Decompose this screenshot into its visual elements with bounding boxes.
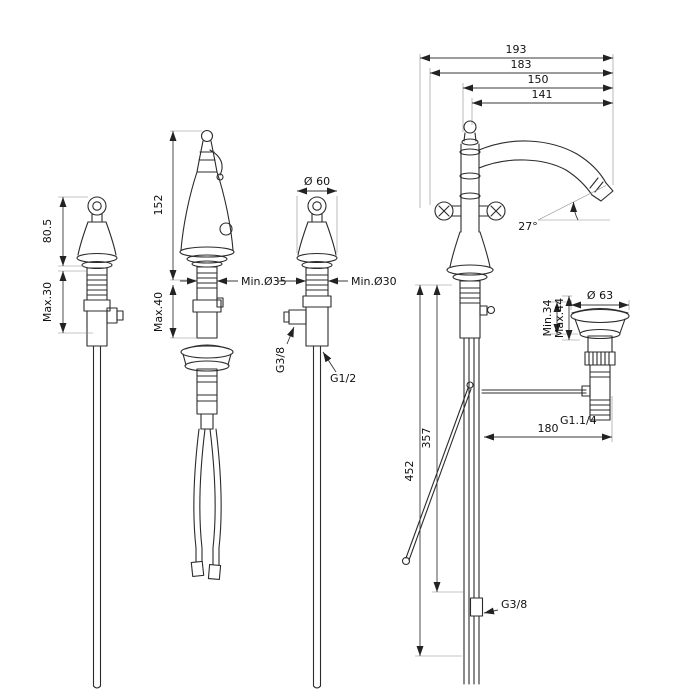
- dim-label-g38-side: G3/8: [274, 347, 287, 373]
- view-front-mixer: [179, 129, 235, 581]
- dim-dia-60: Ø 60: [296, 175, 338, 253]
- dim-min-dia-35: Min.Ø35: [180, 275, 287, 288]
- dim-spout-angle: 27°: [518, 185, 610, 233]
- dim-label-150: 150: [528, 73, 549, 86]
- dim-label-452: 452: [403, 461, 416, 482]
- dim-label-183: 183: [511, 58, 532, 71]
- dim-label-193: 193: [506, 43, 527, 56]
- view-side-valve: [283, 196, 338, 689]
- dim-g38-bottom: G3/8: [483, 598, 527, 615]
- dim-g114: G1.1/4: [560, 414, 597, 427]
- dim-label-152: 152: [152, 195, 165, 216]
- dim-max-30: Max.30: [41, 270, 93, 334]
- dim-label-max-40: Max.40: [152, 292, 165, 332]
- dim-width-180: 180: [484, 396, 613, 442]
- dim-spout-widths: 193 183 150 141: [419, 43, 614, 208]
- dim-label-180: 180: [538, 422, 559, 435]
- dim-label-80-5: 80.5: [41, 219, 54, 244]
- dim-min-dia-30: Min.Ø30: [278, 275, 397, 288]
- dim-label-min-dia-35: Min.Ø35: [241, 275, 287, 288]
- dim-g12: G1/2: [322, 351, 356, 385]
- dim-label-357: 357: [420, 428, 433, 449]
- dim-height-357: 357: [415, 284, 463, 593]
- dim-label-27deg: 27°: [518, 220, 538, 233]
- dim-label-dia-63: Ø 63: [587, 289, 613, 302]
- dim-height-152: 152: [152, 130, 202, 281]
- dim-label-min-34: Min.34: [541, 299, 554, 336]
- view-left-valve: [76, 196, 124, 689]
- dim-label-dia-60: Ø 60: [304, 175, 330, 188]
- dim-label-g114: G1.1/4: [560, 414, 597, 427]
- dim-label-max-44: Max.44: [553, 298, 566, 338]
- dim-label-g38-bottom: G3/8: [501, 598, 527, 611]
- dim-g38-side: G3/8: [274, 326, 295, 373]
- dim-label-max-30: Max.30: [41, 282, 54, 322]
- dim-max-40: Max.40: [152, 285, 197, 339]
- dim-label-141: 141: [532, 88, 553, 101]
- dim-height-80-5: 80.5: [41, 196, 88, 267]
- dim-label-g12: G1/2: [330, 372, 356, 385]
- dim-height-452: 452: [403, 285, 462, 657]
- drain-assembly: [570, 307, 630, 421]
- dim-label-min-dia-30: Min.Ø30: [351, 275, 397, 288]
- dim-max-44: Max.44: [553, 295, 580, 341]
- dim-dia-63: Ø 63: [570, 289, 630, 310]
